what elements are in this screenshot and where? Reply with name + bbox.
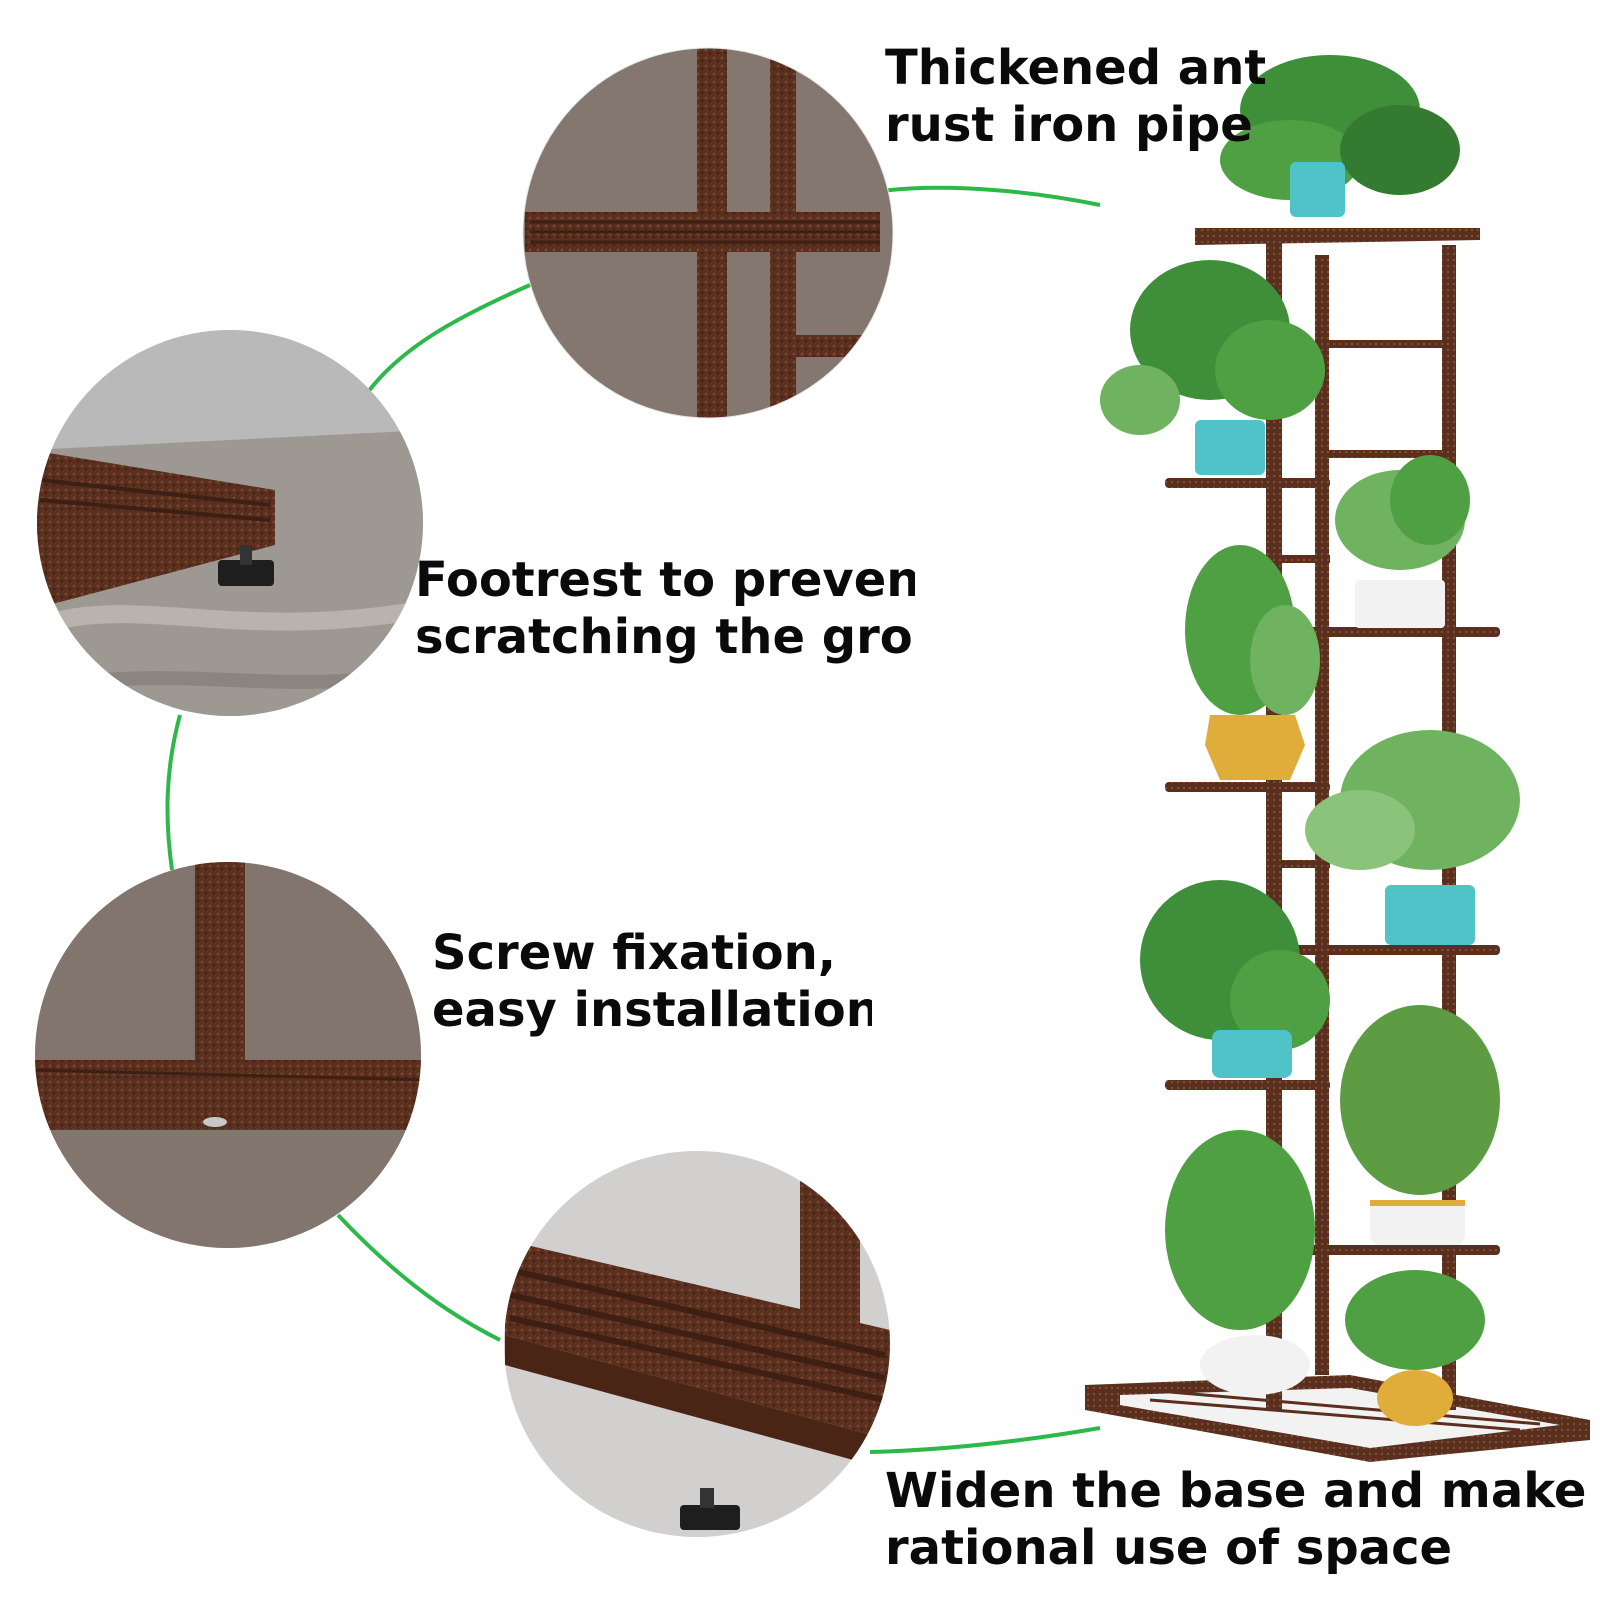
- feature-thickened-pipe-label: Thickened anti- rust iron pipe: [885, 40, 1265, 154]
- feature-line: Thickened anti-: [885, 40, 1265, 96]
- feature-line: rust iron pipe: [885, 97, 1253, 153]
- feature-line: Screw fixation,: [432, 925, 837, 981]
- feature-line: rational use of space: [885, 1520, 1453, 1576]
- feature-line: Widen the base and make: [885, 1463, 1585, 1519]
- feature-line: scratching the groun: [415, 609, 915, 665]
- feature-wide-base-label: Widen the base and make rational use of …: [885, 1463, 1585, 1577]
- feature-screw-fixation-label: Screw fixation, easy installation: [432, 925, 872, 1039]
- feature-line: Footrest to prevent: [415, 552, 915, 608]
- feature-line: easy installation: [432, 982, 872, 1038]
- feature-footrest-label: Footrest to prevent scratching the groun: [415, 552, 915, 666]
